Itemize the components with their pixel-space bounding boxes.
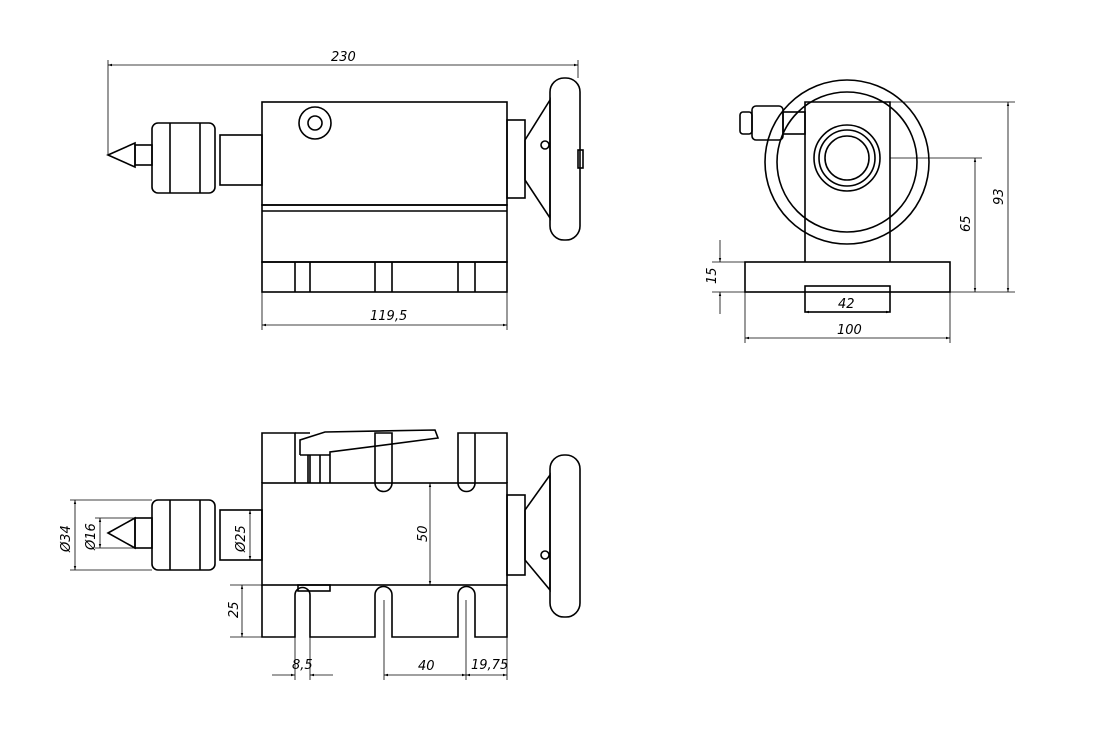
dim-slot-spacing: 40 xyxy=(418,659,435,674)
dim-base-depth: 25 xyxy=(227,601,242,618)
dim-total-height: 93 xyxy=(992,188,1007,205)
dim-end-offset: 19,75 xyxy=(471,658,508,673)
dim-quill-diameter: Ø25 xyxy=(234,525,249,553)
dim-slot-offset: 8,5 xyxy=(292,658,313,673)
dim-overall-length: 230 xyxy=(331,50,356,65)
front-view: 230 119,5 xyxy=(106,50,584,330)
dim-slot-width: 42 xyxy=(838,297,855,312)
side-view: 93 65 15 42 100 xyxy=(705,79,1015,343)
knob-icon xyxy=(298,106,332,140)
clamp-lever xyxy=(299,429,440,483)
dim-base-width: 100 xyxy=(837,323,862,338)
top-view: Ø34 Ø16 Ø25 50 25 8,5 40 19,75 xyxy=(59,429,581,680)
dim-body-width: 50 xyxy=(416,525,431,542)
dim-center-diameter: Ø16 xyxy=(84,523,99,551)
handwheel xyxy=(549,77,581,241)
dim-center-height: 65 xyxy=(959,215,974,232)
dim-chuck-diameter: Ø34 xyxy=(59,525,74,553)
dim-body-length: 119,5 xyxy=(370,309,407,324)
dim-base-height: 15 xyxy=(705,267,720,284)
